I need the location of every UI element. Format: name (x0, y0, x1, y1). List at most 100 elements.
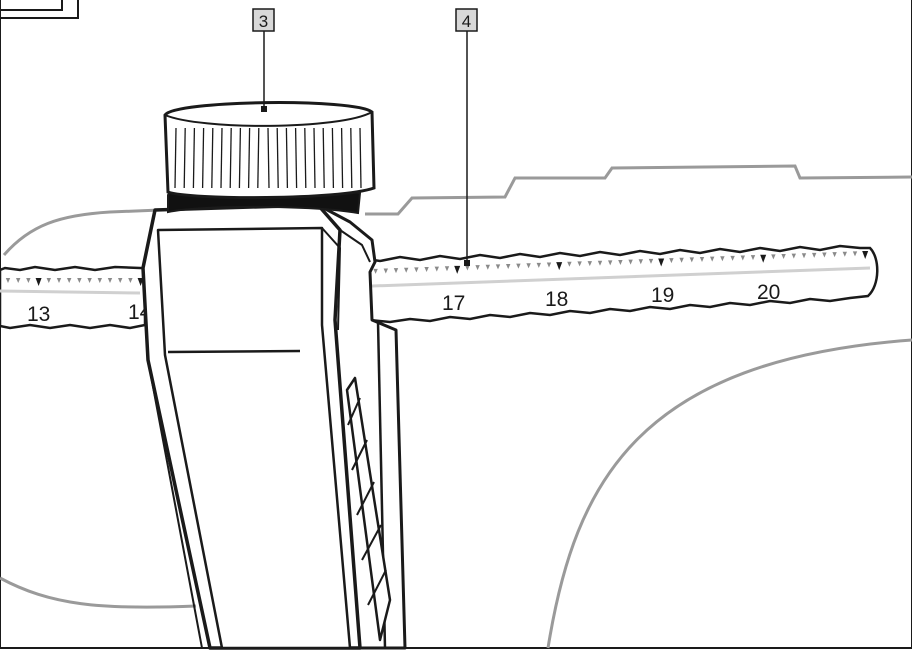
major-tick (760, 254, 767, 263)
minor-tick (118, 278, 123, 283)
minor-tick (46, 278, 51, 283)
callout-3-label: 3 (259, 12, 268, 31)
minor-tick (597, 260, 603, 266)
minor-tick (485, 264, 490, 270)
minor-tick (128, 278, 133, 283)
grip-line (304, 127, 307, 189)
minor-tick (801, 253, 807, 259)
grip-line (350, 127, 353, 189)
grip-line (359, 127, 362, 189)
scale-segment-left: 13 14 (0, 265, 152, 330)
minor-tick (710, 256, 715, 262)
minor-tick (393, 268, 399, 274)
minor-tick (750, 255, 756, 261)
grip-line (247, 127, 251, 189)
grip-line (229, 127, 232, 189)
minor-tick (791, 253, 796, 259)
minor-tick (577, 261, 582, 267)
minor-tick (77, 278, 82, 283)
callout-3: 3 (252, 8, 275, 112)
minor-tick (16, 278, 21, 283)
scale-number: 20 (757, 281, 780, 304)
minor-tick (679, 257, 684, 263)
minor-tick (546, 262, 552, 268)
minor-tick (434, 266, 439, 272)
minor-tick (97, 278, 102, 283)
minor-tick (444, 266, 450, 272)
scale-number: 18 (545, 288, 568, 311)
minor-tick (771, 254, 776, 260)
minor-tick (414, 267, 419, 273)
callout-4: 4 (455, 8, 478, 266)
minor-tick (383, 268, 388, 274)
minor-tick (67, 278, 72, 283)
minor-tick (424, 267, 429, 273)
minor-tick (648, 258, 654, 264)
adjustment-knob (163, 101, 376, 215)
minor-tick (87, 278, 92, 283)
minor-tick (536, 262, 541, 268)
minor-tick (608, 260, 613, 266)
minor-tick (822, 252, 827, 258)
grip-line (322, 127, 325, 189)
major-tick (862, 251, 869, 260)
grip-line (220, 127, 223, 189)
minor-tick (689, 257, 694, 263)
grip-line (340, 127, 344, 189)
minor-tick (699, 256, 705, 262)
minor-tick (587, 261, 592, 267)
minor-tick (842, 251, 847, 257)
grip-line (174, 127, 177, 189)
groove-hatching (347, 397, 387, 606)
minor-tick (475, 265, 480, 271)
minor-tick (567, 261, 572, 267)
minor-tick (495, 264, 501, 270)
minor-tick (740, 255, 745, 261)
knob-grip-lines (174, 127, 362, 189)
scale-ticks-left (5, 278, 144, 286)
grip-line (257, 127, 260, 189)
minor-tick (506, 264, 511, 270)
callout-4-label: 4 (462, 12, 471, 31)
scale-number: 13 (27, 303, 50, 326)
grip-line (285, 127, 289, 189)
major-tick (556, 262, 563, 271)
minor-tick (852, 251, 858, 257)
minor-tick (832, 252, 837, 258)
minor-tick (516, 263, 521, 269)
scale-segment-right: 6 17 18 19 20 (332, 244, 879, 324)
minor-tick (812, 252, 817, 258)
slider-body (141, 203, 407, 650)
minor-tick (638, 259, 643, 265)
minor-tick (628, 259, 633, 265)
scale-number: 17 (442, 292, 465, 315)
grip-line (238, 127, 242, 189)
major-tick (658, 258, 665, 267)
grip-line (183, 127, 186, 189)
minor-tick (730, 255, 735, 261)
minor-tick (669, 258, 674, 264)
grip-line (276, 127, 279, 189)
minor-tick (26, 278, 31, 283)
scale-number: 19 (651, 284, 674, 307)
minor-tick (373, 268, 378, 274)
grip-line (201, 127, 205, 189)
minor-tick (107, 278, 113, 283)
minor-tick (465, 265, 470, 271)
minor-tick (526, 263, 531, 269)
grip-line (294, 127, 298, 189)
scale-ticks-right (342, 251, 869, 275)
major-tick (35, 278, 42, 286)
minor-tick (56, 278, 62, 283)
minor-tick (404, 267, 409, 273)
grip-line (192, 127, 196, 189)
grip-line (313, 127, 316, 189)
grip-line (211, 127, 214, 189)
minor-tick (5, 278, 11, 283)
minor-tick (720, 256, 725, 262)
minor-tick (781, 253, 786, 259)
minor-tick (618, 259, 623, 265)
